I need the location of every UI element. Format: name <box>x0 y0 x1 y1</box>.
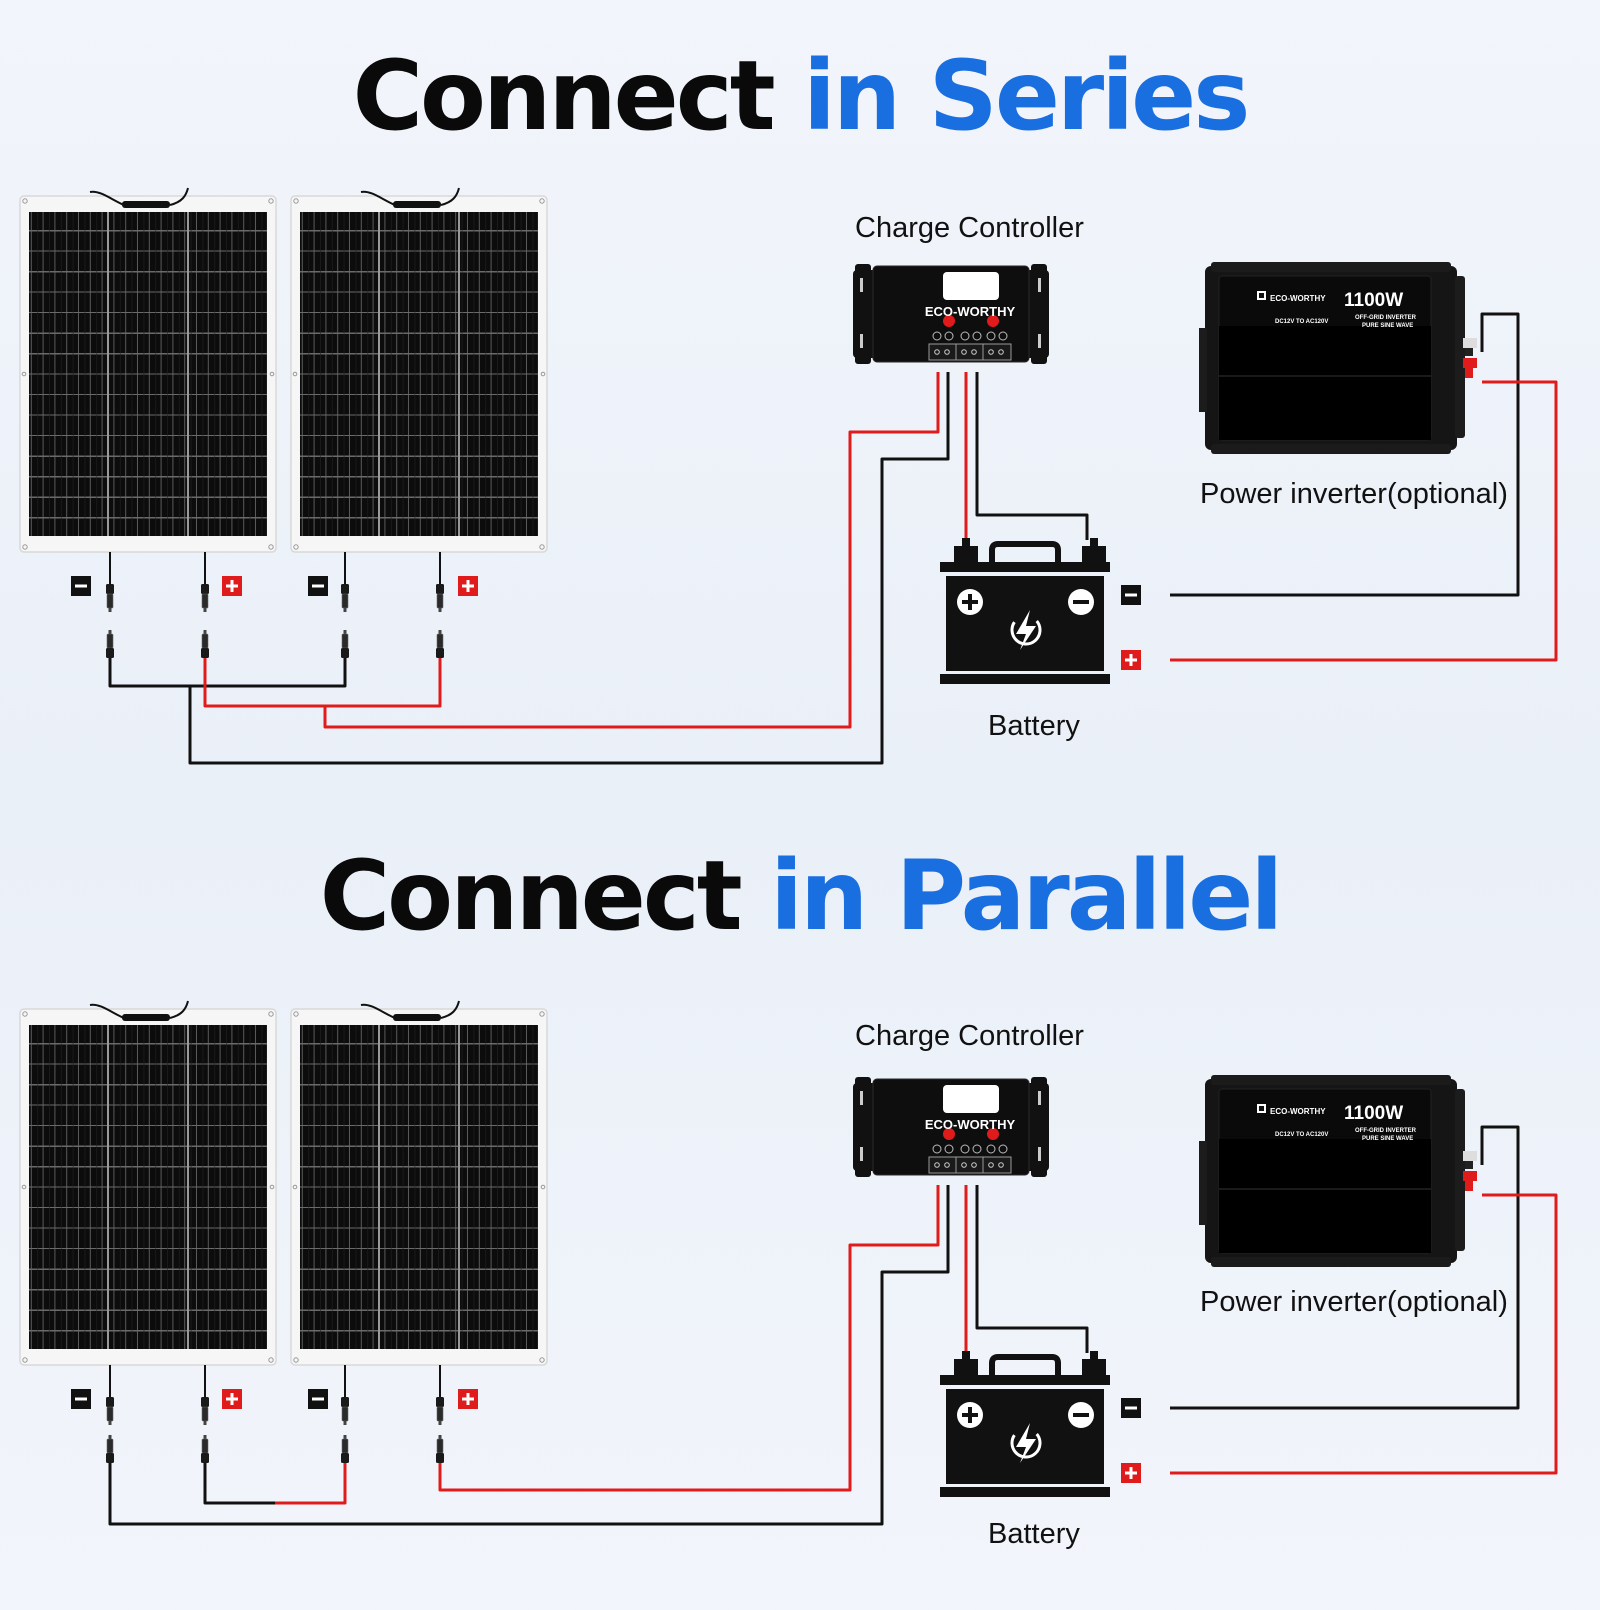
parallel-heading-black: Connect <box>319 840 743 952</box>
series-section: Connect in Series <box>0 0 1600 800</box>
mc4-connector-icon <box>105 1396 115 1426</box>
minus-icon <box>308 1389 328 1409</box>
inverter-brand: ECO-WORTHY <box>1270 294 1326 303</box>
plus-icon <box>1121 1463 1141 1483</box>
parallel-battery <box>940 1351 1141 1497</box>
parallel-charge-controller-label: Charge Controller <box>855 1020 1084 1052</box>
minus-icon <box>1121 585 1141 605</box>
inverter-sub3: PURE SINE WAVE <box>1362 323 1413 329</box>
plus-icon <box>458 576 478 596</box>
series-heading-black: Connect <box>352 40 776 152</box>
minus-icon <box>308 576 328 596</box>
parallel-wire-inv-neg <box>1170 1125 1520 1410</box>
parallel-wire-pv-pos <box>438 1185 940 1492</box>
series-heading-blue: in Series <box>803 40 1250 152</box>
parallel-wire-link-red <box>275 1463 347 1505</box>
series-wire-inv-neg <box>1170 312 1520 597</box>
mc4-connector-icon <box>435 1434 445 1464</box>
plus-icon <box>458 1389 478 1409</box>
parallel-inverter: ECO-WORTHY 1100W DC12V TO AC120V OFF-GRI… <box>1198 1074 1478 1268</box>
parallel-wires <box>108 1125 1558 1526</box>
series-wire-inv-pos <box>1170 380 1558 662</box>
mc4-connector-icon <box>200 1434 210 1464</box>
mc4-connector-icon <box>435 583 445 613</box>
mc4-connector-icon <box>200 629 210 659</box>
series-charge-controller-label: Charge Controller <box>855 212 1084 244</box>
mc4-connector-icon <box>340 1396 350 1426</box>
inverter-sub1: DC12V TO AC120V <box>1275 319 1328 325</box>
parallel-heading-blue: in Parallel <box>770 840 1283 952</box>
mc4-connector-icon <box>435 1396 445 1426</box>
inverter-brand: ECO-WORTHY <box>1270 1107 1326 1116</box>
parallel-heading: Connect in Parallel <box>0 840 1600 952</box>
series-charge-controller: ECO-WORTHY <box>852 263 1050 365</box>
mc4-connector-icon <box>105 583 115 613</box>
series-solar-panel-2 <box>290 187 548 553</box>
inverter-sub2: OFF-GRID INVERTER <box>1355 315 1417 321</box>
inverter-sub1: DC12V TO AC120V <box>1275 1132 1328 1138</box>
inverter-power: 1100W <box>1344 290 1403 311</box>
parallel-solar-panel-2 <box>290 1000 548 1366</box>
series-inverter: ECO-WORTHY 1100W DC12V TO AC120V OFF-GRI… <box>1198 261 1478 455</box>
plus-icon <box>222 576 242 596</box>
parallel-battery-label: Battery <box>988 1518 1080 1550</box>
parallel-wire-pv-neg <box>108 1185 950 1526</box>
controller-brand: ECO-WORTHY <box>925 1117 1016 1132</box>
series-wire-pv-neg <box>188 372 950 765</box>
series-inverter-label: Power inverter(optional) <box>1200 478 1508 510</box>
series-wire-pv-pos <box>323 372 940 729</box>
mc4-connector-icon <box>200 583 210 613</box>
series-battery <box>940 538 1141 684</box>
inverter-power: 1100W <box>1344 1103 1403 1124</box>
plus-icon <box>1121 650 1141 670</box>
mc4-connector-icon <box>340 583 350 613</box>
parallel-wire-bat-neg <box>975 1185 1089 1353</box>
inverter-sub2: OFF-GRID INVERTER <box>1355 1128 1417 1134</box>
series-wiring-diagram: ECO-WORTHY ECO-WORTHY 1100W DC12V TO AC1… <box>19 187 1558 765</box>
minus-icon <box>1121 1398 1141 1418</box>
inverter-sub3: PURE SINE WAVE <box>1362 1136 1413 1142</box>
parallel-inverter-label: Power inverter(optional) <box>1200 1286 1508 1318</box>
series-solar-panel-1 <box>19 187 277 553</box>
series-wire-bat-neg <box>975 372 1089 540</box>
mc4-connector-icon <box>340 1434 350 1464</box>
series-heading: Connect in Series <box>0 40 1600 152</box>
mc4-connector-icon <box>105 1434 115 1464</box>
minus-icon <box>71 1389 91 1409</box>
series-wire-pos-link <box>203 658 442 708</box>
mc4-connector-icon <box>435 629 445 659</box>
mc4-connector-icon <box>340 629 350 659</box>
controller-brand: ECO-WORTHY <box>925 304 1016 319</box>
parallel-solar-panel-1 <box>19 1000 277 1366</box>
parallel-panel-leads <box>71 1365 478 1464</box>
parallel-wire-inv-pos <box>1170 1193 1558 1475</box>
series-wire-neg-link <box>108 658 347 688</box>
parallel-wiring-diagram: ECO-WORTHY ECO-WORTHY 1100W DC12V TO AC1… <box>19 1000 1558 1526</box>
parallel-wire-link-black <box>203 1463 275 1505</box>
parallel-section: Connect in Parallel <box>0 810 1600 1610</box>
series-panel-leads <box>71 552 478 659</box>
series-battery-label: Battery <box>988 710 1080 742</box>
mc4-connector-icon <box>200 1396 210 1426</box>
mc4-connector-icon <box>105 629 115 659</box>
series-wires <box>108 312 1558 765</box>
parallel-charge-controller: ECO-WORTHY <box>852 1076 1050 1178</box>
plus-icon <box>222 1389 242 1409</box>
minus-icon <box>71 576 91 596</box>
